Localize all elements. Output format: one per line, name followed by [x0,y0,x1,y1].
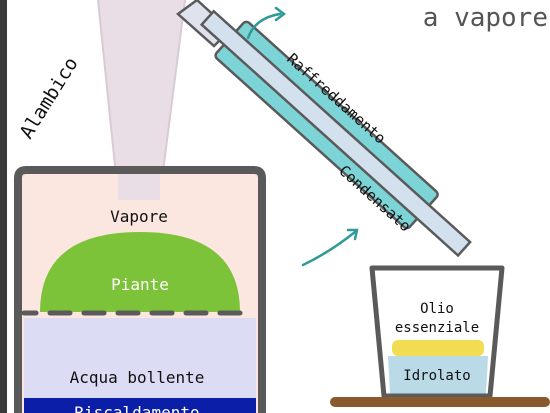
plants-dome [40,232,240,312]
label-riscaldamento: Riscaldamento [74,403,199,413]
label-piante: Piante [111,275,169,294]
hydrolate-layer [388,356,488,394]
condenser [199,9,472,258]
heater [24,398,256,413]
label-alambicco: Alambico [16,53,83,142]
cooling-water-arrows [246,6,359,267]
receiving-beaker [369,265,505,399]
label-acqua: Acqua bollente [70,368,205,387]
alembic-neck [98,0,185,195]
label-olio-line1: Olio [420,301,454,317]
label-vapore: Vapore [110,207,168,226]
oil-layer [392,340,484,356]
shelf [330,397,550,407]
label-olio-line2: essenziale [395,320,479,336]
left-edge [0,0,7,413]
water-region [24,318,256,398]
title-fragment: a vapore [423,3,548,33]
label-idrolato: Idrolato [403,368,470,384]
vessel-outline [14,166,266,413]
